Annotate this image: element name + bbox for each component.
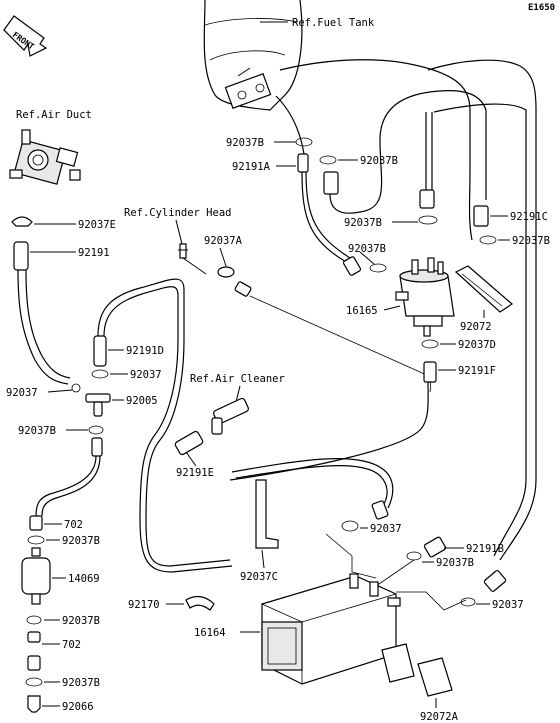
cap-92066: [27, 695, 41, 713]
clip-92037B-top-left: [295, 137, 313, 147]
clip-92037A: [217, 266, 235, 278]
diagram-code: E1650: [528, 3, 555, 13]
label-92005: 92005: [126, 395, 158, 407]
tube-92191D: [93, 335, 107, 367]
tee-joint-92005: [85, 393, 111, 417]
label-92037-upper: 92037: [130, 369, 162, 381]
label-92037B-canister: 92037B: [436, 557, 474, 569]
label-92191A: 92191A: [232, 161, 271, 173]
clamp-92037E: [11, 216, 33, 227]
filter-14069: [21, 547, 51, 605]
label-92072A: 92072A: [420, 711, 459, 723]
air-cleaner-fitting: [211, 397, 249, 435]
bracket-92072: [454, 265, 513, 313]
tube-92191B: [423, 536, 447, 558]
clip-92037B-lower2: [25, 677, 43, 687]
label-92037B-702: 92037B: [62, 535, 100, 547]
ref-cylinder-head: Ref.Cylinder Head: [124, 207, 231, 219]
ref-air-cleaner: Ref.Air Cleaner: [190, 373, 285, 385]
clip-92037B-702: [27, 535, 45, 545]
clip-92037B-canister: [406, 551, 422, 561]
clip-92037D: [421, 339, 439, 349]
tube-92191C: [473, 205, 489, 227]
tube-702-upper: [29, 515, 43, 531]
label-92037B-lower1: 92037B: [62, 615, 100, 627]
label-92191C: 92191C: [510, 211, 548, 223]
label-92037B-left-mid: 92037B: [18, 425, 56, 437]
fuel-pump-16165: [395, 257, 455, 337]
label-92037A: 92037A: [204, 235, 243, 247]
label-92191F: 92191F: [458, 365, 496, 377]
label-92037B-top-left: 92037B: [226, 137, 264, 149]
clip-92037B-pump: [369, 263, 387, 273]
label-702-lower: 702: [62, 639, 81, 651]
label-92037-lower-right: 92037: [492, 599, 524, 611]
label-14069: 14069: [68, 573, 100, 585]
mount-92072A: [381, 643, 453, 697]
label-92037B-right-a: 92037B: [344, 217, 382, 229]
label-92191: 92191: [78, 247, 110, 259]
label-92072: 92072: [460, 321, 492, 333]
clip-92037-left: [71, 383, 81, 393]
clip-92037B-lower1: [26, 615, 42, 625]
label-92037E: 92037E: [78, 219, 116, 231]
label-92037B-pump: 92037B: [348, 243, 386, 255]
label-16164: 16164: [194, 627, 226, 639]
tube-92191F: [423, 361, 437, 383]
tube-92191A: [297, 153, 309, 173]
label-92037D: 92037D: [458, 339, 496, 351]
tube-top-mid: [323, 171, 339, 195]
clip-92037B-far-right: [479, 235, 497, 245]
clip-92037-canister: [341, 520, 359, 532]
canister-16164: [261, 573, 401, 685]
label-92066: 92066: [62, 701, 94, 713]
clip-92037-upper: [91, 369, 109, 379]
label-92037-left: 92037: [6, 387, 38, 399]
label-92191E: 92191E: [176, 467, 214, 479]
bracket-92037C: [255, 479, 279, 549]
tube-92191: [13, 241, 29, 271]
clip-92170: [185, 595, 215, 611]
label-92037-canister: 92037: [370, 523, 402, 535]
tube-92191E: [174, 430, 204, 456]
ref-fuel-tank: Ref.Fuel Tank: [292, 17, 375, 29]
label-92191B: 92191B: [466, 543, 504, 555]
clip-92037B-left-mid: [88, 425, 104, 435]
label-92037B-lower2: 92037B: [62, 677, 100, 689]
tube-702-lower: [27, 655, 41, 671]
air-duct-valve: [9, 129, 81, 185]
clip-92037B-top-mid: [319, 155, 337, 165]
cylinder-head-nipple: [178, 243, 207, 275]
clip-92037-lower-right: [460, 597, 476, 607]
label-92191D: 92191D: [126, 345, 164, 357]
tube-702-lower-top: [27, 631, 41, 643]
ref-air-duct: Ref.Air Duct: [16, 109, 92, 121]
front-arrow-icon: FRONT: [3, 15, 48, 57]
label-16165: 16165: [346, 305, 378, 317]
label-92037B-far-right: 92037B: [512, 235, 550, 247]
label-92037B-top-mid: 92037B: [360, 155, 398, 167]
tube-92037B-right: [419, 189, 435, 209]
fuel-tank-outline: [203, 0, 303, 111]
label-92037C: 92037C: [240, 571, 278, 583]
label-702-upper: 702: [64, 519, 83, 531]
label-92170: 92170: [128, 599, 160, 611]
